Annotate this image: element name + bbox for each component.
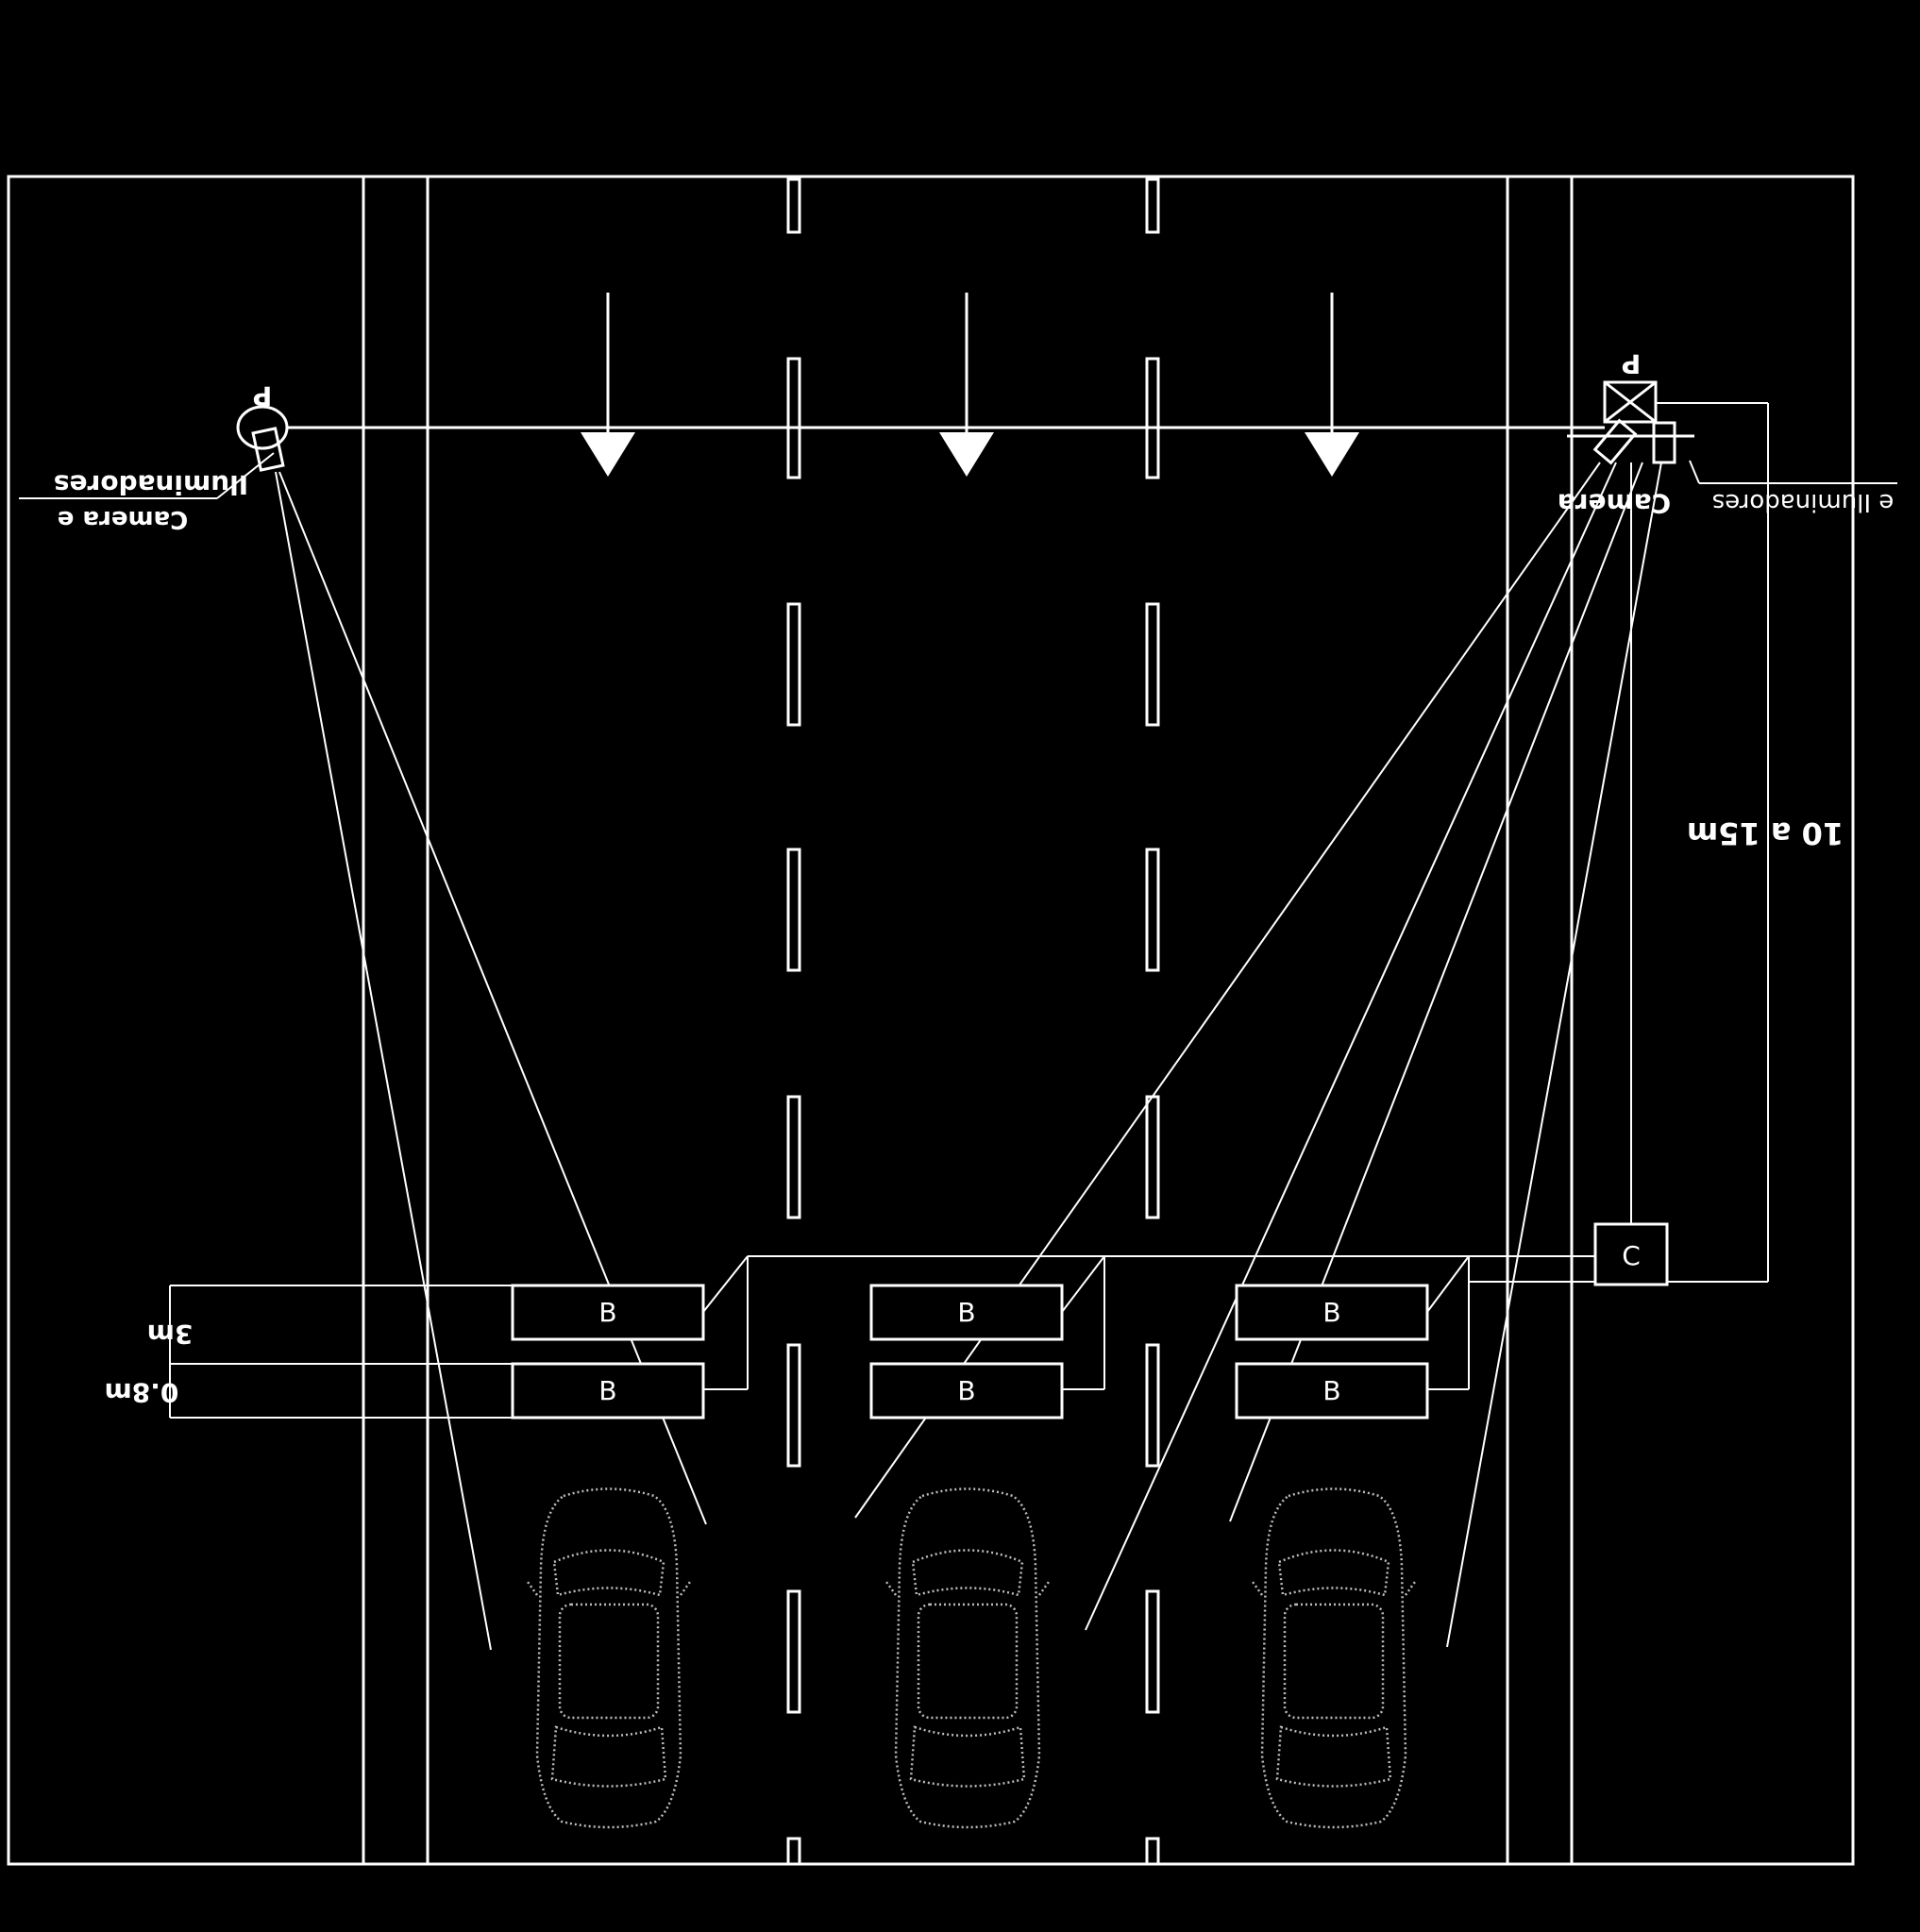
- lane-dash: [786, 177, 801, 234]
- lane-direction-arrows: [581, 293, 1359, 477]
- lane-dash: [1145, 1837, 1160, 1866]
- cars: [526, 1487, 1417, 1829]
- lane-dash: [786, 1837, 801, 1866]
- lane-dash: [1145, 602, 1160, 727]
- sensor-label: B: [957, 1375, 975, 1406]
- camera-left-icon: [251, 427, 285, 472]
- lane-dash: [786, 357, 801, 479]
- gap-3m-label: 3m: [147, 1319, 194, 1350]
- dimension-lines: 3m 0.8m: [105, 1285, 513, 1419]
- sensor-box: [1235, 1284, 1429, 1341]
- sensor-box: [511, 1284, 705, 1341]
- sensor-label: B: [598, 1297, 616, 1328]
- controller: C: [1593, 1222, 1669, 1286]
- arrow-down-icon: [939, 432, 994, 477]
- lane-dash: [786, 1589, 801, 1714]
- sensor-array: B B B B B B: [511, 1255, 1470, 1420]
- camera-right-icon-2: [1652, 421, 1676, 464]
- controller-label: C: [1622, 1240, 1641, 1271]
- right-pole: P Camera e Iluminadores 10 a 15m: [1558, 348, 1897, 1283]
- sensor-label: B: [598, 1375, 616, 1406]
- car-icon: [526, 1487, 692, 1829]
- arrow-down-icon: [581, 432, 635, 477]
- distance-label: 10 a 15m: [1687, 815, 1844, 851]
- sensor-label: B: [957, 1297, 975, 1328]
- left-pole: P Iluminadores Camera e: [19, 380, 289, 533]
- sensor-label: B: [1322, 1297, 1340, 1328]
- lane-dash: [1145, 1343, 1160, 1468]
- lane-dash: [1145, 357, 1160, 479]
- camera-right-icon: [1592, 418, 1638, 465]
- sensor-wire: [1061, 1255, 1105, 1313]
- lane-dash: [786, 1095, 801, 1219]
- sensor-box: [511, 1362, 705, 1420]
- arrow-down-icon: [1305, 432, 1359, 477]
- sensor-wiring: [748, 1255, 1595, 1283]
- outer-frame: [7, 175, 1855, 1866]
- sensor-box: [869, 1362, 1064, 1420]
- camera-left-label-1: Iluminadores: [54, 469, 248, 500]
- sensor-label: B: [1322, 1375, 1340, 1406]
- lane-dash: [1145, 1589, 1160, 1714]
- camera-view-lines: [275, 462, 1662, 1651]
- lane-dash: [1145, 1095, 1160, 1219]
- sensor-box: [869, 1284, 1064, 1341]
- lane-dash: [786, 602, 801, 727]
- sensor-wire: [1426, 1255, 1470, 1313]
- lane-dash: [786, 848, 801, 972]
- camera-left-label-2: Camera e: [58, 505, 188, 533]
- lane-dash: [1145, 848, 1160, 972]
- lane-dash: [1145, 177, 1160, 234]
- camera-right-label-2: e Iluminadores: [1712, 488, 1895, 516]
- sensor-wire: [702, 1255, 749, 1313]
- pole-left-icon: [236, 405, 289, 450]
- sensor-box: [1235, 1362, 1429, 1420]
- width-08m-label: 0.8m: [105, 1377, 179, 1408]
- car-icon: [884, 1487, 1051, 1829]
- road-edges: [362, 176, 1574, 1864]
- pole-right-label: P: [1622, 348, 1642, 379]
- lane-dashes: [786, 177, 1160, 1866]
- pole-left-label: P: [253, 380, 273, 412]
- camera-right-label-1: Camera: [1558, 488, 1671, 519]
- lane-dash: [786, 1343, 801, 1468]
- car-icon: [1251, 1487, 1417, 1829]
- controller-box: [1593, 1222, 1669, 1286]
